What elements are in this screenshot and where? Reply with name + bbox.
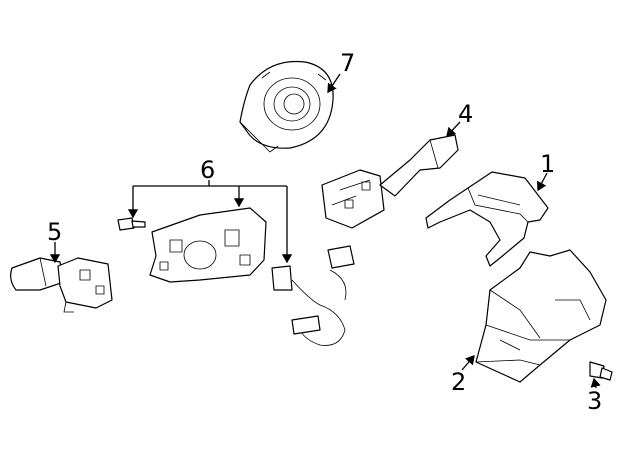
callout-6: 6: [200, 156, 215, 184]
part-1-upper-cover[interactable]: 1: [425, 150, 555, 267]
callout-1: 1: [540, 150, 555, 178]
callout-3: 3: [587, 387, 602, 415]
callout-4: 4: [458, 100, 473, 128]
part-7-clock-spring[interactable]: 7: [239, 49, 355, 153]
part-3-screw[interactable]: 3: [587, 361, 613, 415]
callout-7: 7: [340, 49, 355, 77]
part-6-switch-body[interactable]: 6: [117, 156, 355, 346]
part-4-wiper-switch[interactable]: 4: [321, 100, 473, 229]
callout-5: 5: [47, 218, 62, 246]
part-2-lower-cover[interactable]: 2: [451, 249, 607, 396]
callout-2: 2: [451, 368, 466, 396]
part-5-turn-signal-switch[interactable]: 5: [10, 218, 113, 313]
